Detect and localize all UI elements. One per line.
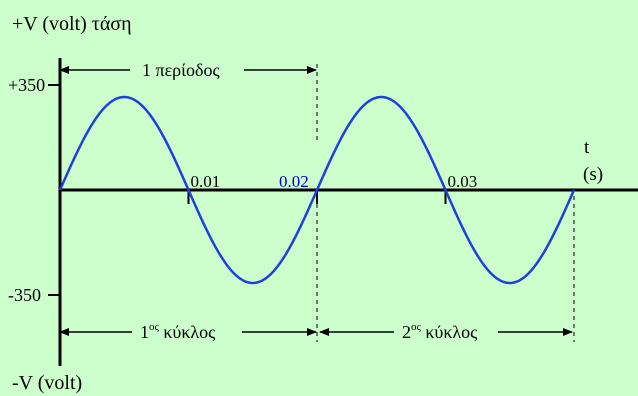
period-label: 1 περίοδος: [142, 60, 220, 80]
x-ticks: 0.01 0.02 0.03: [187, 172, 478, 204]
x-axis-name: t: [584, 137, 590, 158]
x-axis-unit: (s): [583, 164, 603, 185]
y-ticks: +350 -350: [8, 75, 60, 305]
cycle2-word: κύκλος: [421, 322, 477, 342]
cycle2-number: 2: [402, 322, 411, 342]
y-axis-top-label: +V (volt) τάση: [12, 13, 132, 35]
cycle1-number: 1: [140, 322, 149, 342]
sine-curve: [58, 95, 576, 285]
dashed-guides: [316, 64, 575, 342]
cycle2-superscript: ος: [411, 321, 422, 333]
x-tick-label-1: 0.02: [279, 172, 309, 191]
y-axis-bottom-label: -V (volt): [12, 372, 82, 394]
y-tick-label-1: -350: [8, 285, 41, 305]
x-tick-label-2: 0.03: [448, 172, 478, 191]
x-tick-label-0: 0.01: [191, 172, 221, 191]
y-tick-label-0: +350: [8, 75, 45, 95]
cycle2-label: 2ος κύκλος: [402, 321, 477, 342]
cycle1-label: 1ος κύκλος: [140, 321, 215, 342]
cycle1-superscript: ος: [149, 321, 160, 333]
cycle1-word: κύκλος: [159, 322, 215, 342]
